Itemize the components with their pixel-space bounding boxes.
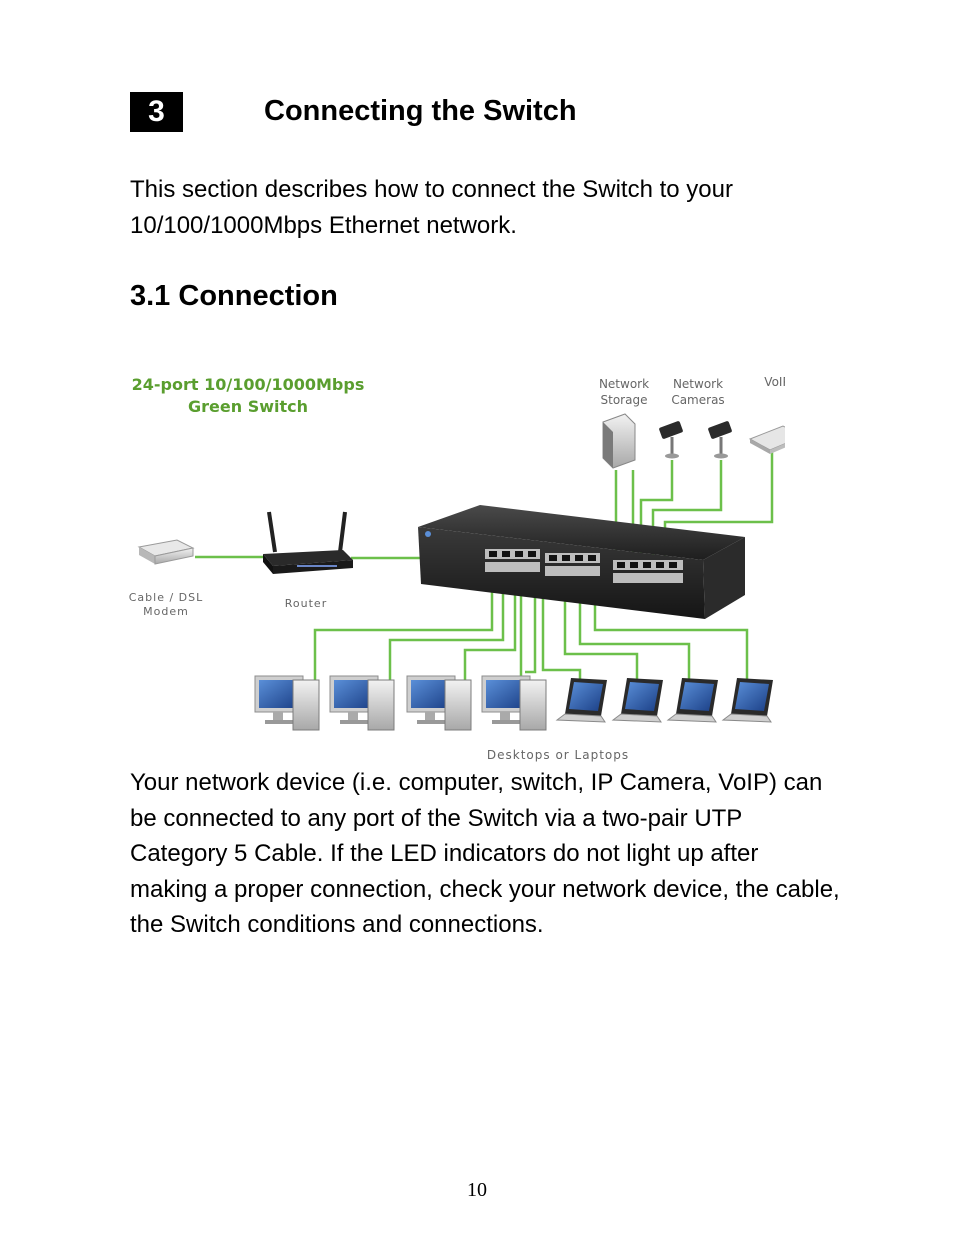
desktop-computer-icon-3 (406, 675, 472, 731)
network-storage-label-line1: Network (599, 377, 649, 391)
intro-paragraph: This section describes how to connect th… (130, 176, 733, 239)
chapter-number-badge: 3 (130, 92, 183, 132)
switch-icon (418, 505, 745, 619)
voip-device-icon (748, 425, 785, 454)
switch-title-line2: Green Switch (188, 397, 308, 416)
page-number: 10 (467, 1179, 487, 1201)
laptop-icon-1 (555, 678, 607, 723)
desktop-computer-icon-1 (254, 675, 320, 731)
network-camera-icon-2 (708, 421, 732, 459)
desktop-computer-icon-4 (481, 675, 547, 731)
network-cameras-label-line2: Cameras (671, 393, 724, 407)
network-cameras-label-line1: Network (673, 377, 723, 391)
switch-title-line1: 24-port 10/100/1000Mbps (132, 375, 365, 394)
laptop-icon-2 (611, 678, 663, 723)
network-storage-label-line2: Storage (601, 393, 648, 407)
modem-label-line2: Modem (143, 605, 189, 618)
laptop-icon-4 (721, 678, 773, 723)
laptop-icon-3 (666, 678, 718, 723)
network-storage-icon (602, 413, 636, 469)
section-title: 3.1 Connection (130, 280, 338, 312)
router-icon (263, 511, 353, 574)
desktop-computer-icon-2 (329, 675, 395, 731)
modem-label-line1: Cable / DSL (129, 591, 204, 604)
voip-label: VoIP (764, 375, 785, 389)
modem-icon (137, 539, 195, 565)
desktops-laptops-label: Desktops or Laptops (487, 748, 629, 762)
chapter-title: Connecting the Switch (264, 95, 577, 127)
router-label: Router (285, 597, 327, 610)
network-camera-icon-1 (659, 421, 683, 459)
body-paragraph: Your network device (i.e. computer, swit… (130, 769, 840, 938)
connection-diagram: 24-port 10/100/1000Mbps Green Switch Net… (129, 375, 785, 762)
